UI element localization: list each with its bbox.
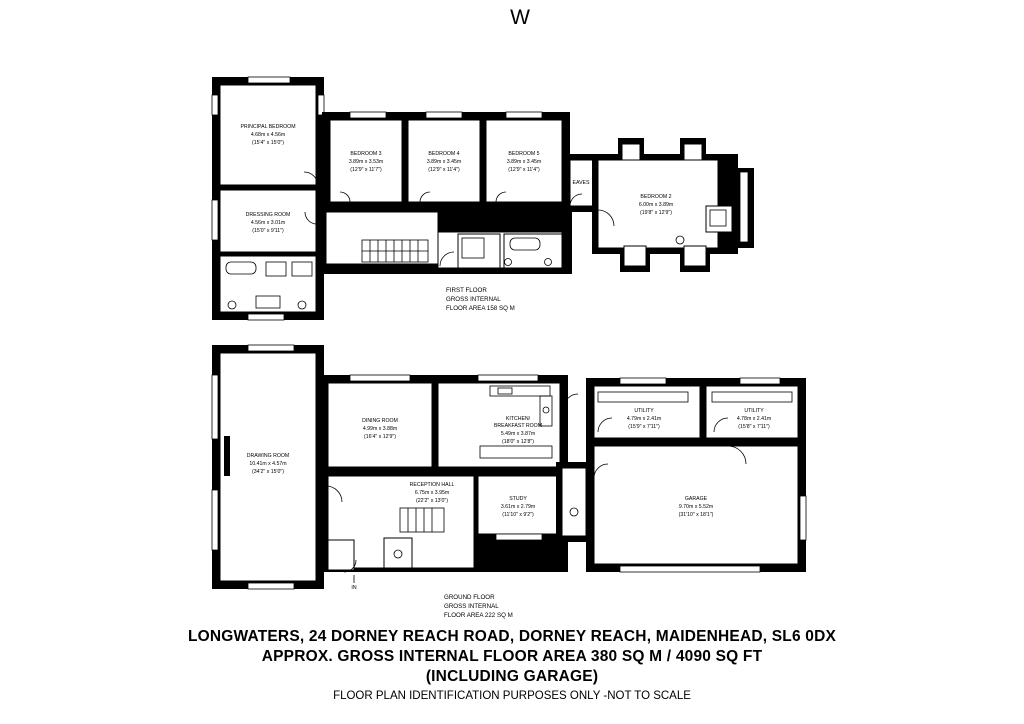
reception-hall-metric: 6.75m x 3.95m [415,490,449,496]
dining-room-metric: 4.99m x 3.88m [363,426,397,432]
dressing-room-metric: 4.56m x 3.01m [251,220,285,226]
dining-room-name: DINING ROOM [362,418,398,424]
principal-wing [211,76,325,321]
utility-2-name: UTILITY [744,408,764,414]
kitchen-name-line-1: KITCHEN/ [506,416,531,422]
bedroom-4-name: BEDROOM 4 [428,151,459,157]
disclaimer: FLOOR PLAN IDENTIFICATION PURPOSES ONLY … [333,690,691,702]
reception-hall-imperial: (22'2" x 13'0") [416,498,448,504]
bedroom-2-name: BEDROOM 2 [640,194,671,200]
dining-kitchen-block [320,374,568,475]
utility-1-imperial: (15'9" x 7'11") [628,424,660,430]
bedroom-strip [322,111,570,210]
drawing-room-imperial: (34'2" x 15'0") [252,469,284,475]
dressing-room-name: DRESSING ROOM [246,212,291,218]
bedroom-4-imperial: (12'9" x 11'4") [428,167,460,173]
ground-floor-area-line-2: GROSS INTERNAL [444,603,499,610]
principal-bedroom-name: PRINCIPAL BEDROOM [240,124,295,130]
utility-1-metric: 4.79m x 2.41m [627,416,661,422]
address-title: LONGWATERS, 24 DORNEY REACH ROAD, DORNEY… [187,628,837,645]
first-floor-stairs [361,239,429,263]
drawing-room-metric: 10.41m x 4.57m [249,461,286,467]
first-floor-area-line-1: FIRST FLOOR [446,287,487,294]
garage-metric: 9.70m x 5.52m [679,504,713,510]
ground-floor-plan [211,344,807,590]
drawing-room-name: DRAWING ROOM [247,453,289,459]
garage-note: (INCLUDING GARAGE) [425,668,599,685]
landing-area [320,208,572,274]
study-name: STUDY [509,496,527,502]
first-floor-area-line-2: GROSS INTERNAL [446,296,501,303]
bedroom-2-imperial: (19'8" x 12'9") [640,210,672,216]
dining-room-imperial: (16'4" x 12'9") [364,434,396,440]
compass-label: W [510,6,530,29]
eaves-label: EAVES [573,180,590,186]
bedroom-3-imperial: (12'9" x 11'7") [350,167,382,173]
reception-hall-name: RECEPTION HALL [410,482,455,488]
hall-block [320,468,568,573]
drawing-room-block [211,344,324,590]
study-imperial: (11'10" x 9'2") [502,512,534,518]
ground-floor-labels: DRAWING ROOM 10.41m x 4.57m (34'2" x 15'… [247,408,771,619]
utility-block [586,377,806,446]
total-area-title: APPROX. GROSS INTERNAL FLOOR AREA 380 SQ… [261,648,763,665]
bedroom-5-imperial: (12'9" x 11'4") [508,167,540,173]
garage-name: GARAGE [685,496,708,502]
kitchen-metric: 5.49m x 3.87m [501,431,535,437]
garage-imperial: (31'10" x 18'1") [679,512,714,518]
dressing-room-imperial: (15'0" x 9'11") [252,228,284,234]
bedroom-2-wing [564,138,754,272]
bedroom-5-name: BEDROOM 5 [508,151,539,157]
kitchen-name-line-2: BREAKFAST ROOM [494,423,542,429]
first-floor-labels: PRINCIPAL BEDROOM 4.68m x 4.56m (15'4" x… [240,124,673,312]
utility-2-imperial: (15'8" x 7'11") [738,424,770,430]
bedroom-2-metric: 6.00m x 3.89m [639,202,673,208]
study-metric: 3.61m x 2.79m [501,504,535,510]
principal-bedroom-metric: 4.68m x 4.56m [251,132,285,138]
first-floor-plan [211,76,754,321]
bedroom-3-name: BEDROOM 3 [350,151,381,157]
entrance-label: IN [351,585,356,591]
utility-1-name: UTILITY [634,408,654,414]
utility-2-metric: 4.78m x 2.41m [737,416,771,422]
bedroom-3-metric: 3.89m x 3.53m [349,159,383,165]
garage-block [586,438,807,573]
ground-floor-area-line-3: FLOOR AREA 222 SQ M [444,612,513,619]
bedroom-4-metric: 3.89m x 3.45m [427,159,461,165]
bedroom-5-metric: 3.89m x 3.45m [507,159,541,165]
ground-floor-area-line-1: GROUND FLOOR [444,594,495,601]
principal-bedroom-imperial: (15'4" x 15'0") [252,140,284,146]
first-floor-area-line-3: FLOOR AREA 158 SQ M [446,305,515,312]
kitchen-imperial: (18'0" x 12'8") [502,439,534,445]
